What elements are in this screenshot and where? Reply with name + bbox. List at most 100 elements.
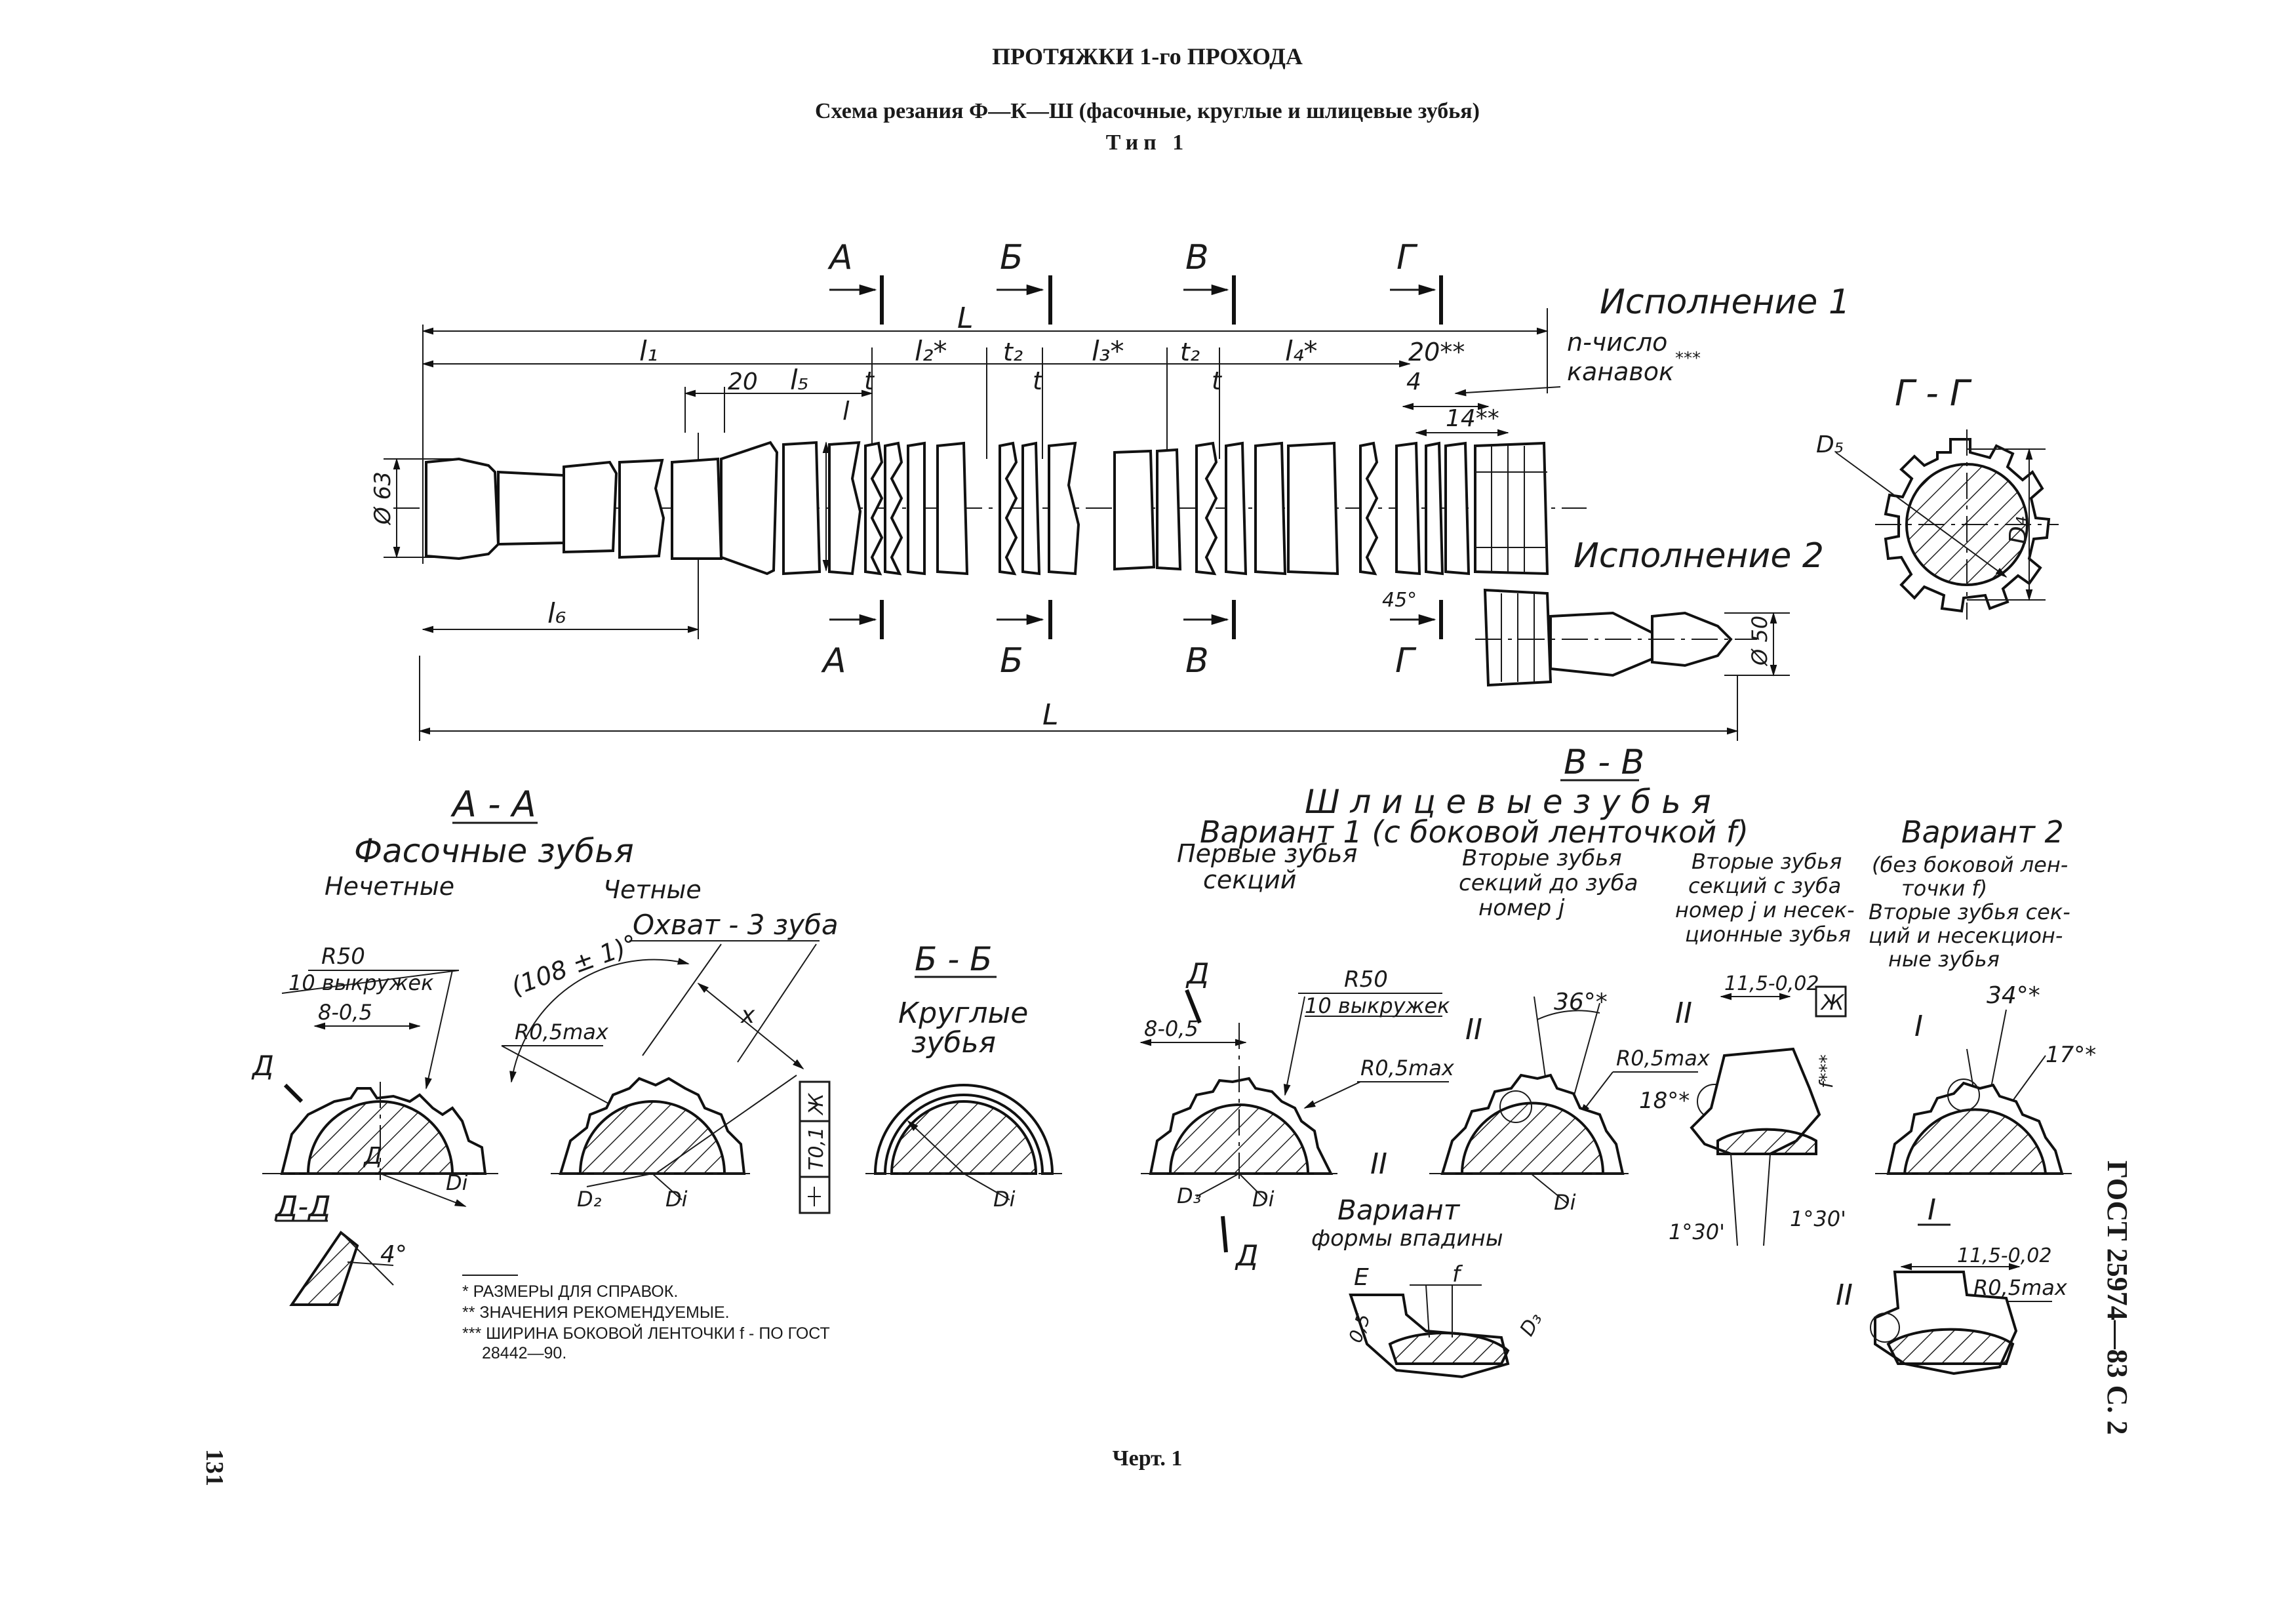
angle-17: 17°* — [2046, 1042, 2096, 1068]
page-number: 131 — [201, 1449, 228, 1486]
variant-2-label: Вариант 2 — [1901, 814, 2064, 850]
note-1: * РАЗМЕРЫ ДЛЯ СПРАВОК. — [462, 1282, 678, 1301]
angle-18: 18°* — [1639, 1088, 1690, 1114]
first-teeth-2: секций — [1203, 865, 1296, 894]
d-mark-v-top: Д — [1185, 957, 1209, 991]
variant-form-1: Вариант — [1337, 1194, 1461, 1226]
angle-130-a: 1°30' — [1669, 1219, 1725, 1244]
dim-Di-a2: Di — [665, 1187, 688, 1212]
tolerance-frame — [799, 1080, 831, 1214]
dim-l6: l₆ — [547, 597, 566, 629]
execution-2-label: Исполнение 2 — [1574, 536, 1824, 576]
dim-8-a: 8-0,5 — [318, 1000, 372, 1025]
dim-8-v: 8-0,5 — [1144, 1016, 1198, 1041]
section-AA-title: А - А — [450, 783, 536, 825]
second-from-j-4: ционные зубья — [1685, 922, 1851, 947]
e-label: Е — [1354, 1264, 1369, 1291]
dim-D3-form: D₃ — [1516, 1309, 1547, 1340]
cover-3-teeth: Охват - 3 зуба — [633, 909, 839, 941]
f-label: f — [1452, 1261, 1463, 1288]
grooves10-label-v: 10 выкружек — [1305, 993, 1450, 1018]
dim-Di-a: Di — [446, 1170, 468, 1195]
dim-4: 4 — [1406, 368, 1421, 395]
section-mark-g-bottom: Г — [1395, 641, 1417, 681]
datum-frame — [1815, 985, 1847, 1018]
roman-I-b: I — [1928, 1193, 1936, 1227]
grooves-label-2: канавок — [1567, 357, 1674, 386]
execution-1-label: Исполнение 1 — [1600, 283, 1850, 322]
r50-label-v: R50 — [1344, 966, 1388, 993]
section-marks-top: А Б В Г — [827, 238, 1443, 325]
section-mark-b-bottom: Б — [1000, 641, 1023, 681]
dim-l4: l₄* — [1285, 335, 1318, 367]
dim-phi63: Ø 63 — [370, 471, 396, 526]
variant-1-label: Вариант 1 (с боковой ленточкой f) — [1200, 814, 1749, 850]
dim-Di-v: Di — [1252, 1187, 1275, 1212]
tolerance-value: T0,1 — [805, 1127, 828, 1170]
roman-II-a: II — [1465, 1013, 1482, 1046]
r05-label-v2: R0,5max — [1616, 1046, 1711, 1071]
section-marks-bottom: А Б В Г — [821, 600, 1443, 681]
second-to-j-3: номер j — [1478, 895, 1565, 921]
tolerance-base: Ж — [805, 1092, 828, 1116]
section-VV-title: В - В — [1564, 743, 1644, 782]
variant-2-views: I 34°* 17°* I II 11,5-0,02 R0,5max — [1836, 982, 2096, 1376]
dim-t-c: t — [1212, 366, 1223, 395]
roman-II-c: II — [1370, 1147, 1387, 1181]
grooves-label-mark: *** — [1675, 349, 1701, 368]
dim-t2-b: t₂ — [1180, 338, 1200, 366]
d-mark-a2: Д — [363, 1143, 382, 1170]
round-teeth-label-2: зубья — [911, 1026, 996, 1060]
page-subtitle: Схема резания Ф—К—Ш (фасочные, круглые и… — [815, 99, 1480, 123]
round-teeth-label-1: Круглые — [898, 997, 1028, 1030]
dim-20: 20 — [728, 368, 758, 395]
spline-teeth-label: Ш л и ц е в ы е з у б ь я — [1305, 783, 1711, 821]
dim-phi50: Ø 50 — [1747, 616, 1772, 667]
standard-number: ГОСТ 25974—83 С. 2 — [2101, 1160, 2133, 1435]
dim-l5: l₅ — [790, 364, 809, 396]
dim-20-star: 20** — [1408, 338, 1465, 366]
second-from-j-1: Вторые зубья — [1692, 849, 1842, 874]
dim-l1: l₁ — [639, 335, 658, 367]
notes-block: * РАЗМЕРЫ ДЛЯ СПРАВОК. ** ЗНАЧЕНИЯ РЕКОМ… — [462, 1275, 830, 1362]
dim-L-bottom: L — [1042, 698, 1059, 732]
dim-14: 14** — [1446, 405, 1499, 432]
dim-t2-a: t₂ — [1003, 338, 1023, 366]
broach-body — [393, 441, 1587, 576]
dim-45deg: 45° — [1382, 589, 1417, 612]
variant-2-note-3: Вторые зубья сек- — [1869, 900, 2070, 924]
section-GG-title: Г - Г — [1895, 372, 1972, 414]
grooves-label-1: n-число — [1567, 328, 1667, 357]
note-3: *** ШИРИНА БОКОВОЙ ЛЕНТОЧКИ f - ПО ГОСТ — [462, 1323, 830, 1343]
section-VV: В - В Ш л и ц е в ы е з у б ь я Вариант … — [1139, 743, 2070, 1379]
r05-label-v: R0,5max — [1360, 1056, 1455, 1080]
chamfer-teeth-label: Фасочные зубья — [354, 832, 634, 870]
second-from-j-3: номер j и несек- — [1675, 898, 1855, 922]
d-mark-v-bottom: Д — [1235, 1239, 1258, 1273]
second-to-j-1: Вторые зубья — [1462, 845, 1622, 871]
section-BB-title: Б - Б — [915, 940, 992, 978]
variant-2-note-1: (без боковой лен- — [1872, 852, 2068, 877]
dim-l: l — [842, 397, 850, 426]
angle-4: 4° — [380, 1241, 407, 1268]
angle-130-b: 1°30' — [1790, 1206, 1846, 1231]
dim-Di-b: Di — [993, 1187, 1016, 1212]
execution-2-view: Ø 50 — [1475, 588, 1790, 687]
dd-label: Д-Д — [274, 1190, 331, 1223]
section-GG: Г - Г D₄ D₅ — [1816, 372, 2059, 620]
angle-34: 34°* — [1987, 982, 2040, 1009]
dim-D4: D₄ — [2005, 516, 2032, 544]
first-teeth-1: Первые зубья — [1177, 839, 1357, 868]
section-BB: Б - Б Круглые зубья Di — [865, 940, 1062, 1212]
roman-II-b: II — [1675, 997, 1692, 1030]
dim-l2: l₂* — [915, 335, 947, 367]
variant-2-note-2: точки f) — [1901, 876, 1987, 901]
dim-D5: D₅ — [1816, 431, 1844, 458]
variant-form-2: формы впадины — [1311, 1225, 1503, 1252]
even-label: Четные — [603, 875, 702, 904]
second-from-j-2: секций с зуба — [1688, 873, 1841, 898]
dimension-lines: L l₁ l₂* t₂ l₃* t₂ l₄* 20** 20 l₅ t t t … — [370, 302, 1739, 741]
section-mark-a-top: А — [827, 238, 853, 277]
note-2: ** ЗНАЧЕНИЯ РЕКОМЕНДУЕМЫЕ. — [462, 1303, 730, 1322]
